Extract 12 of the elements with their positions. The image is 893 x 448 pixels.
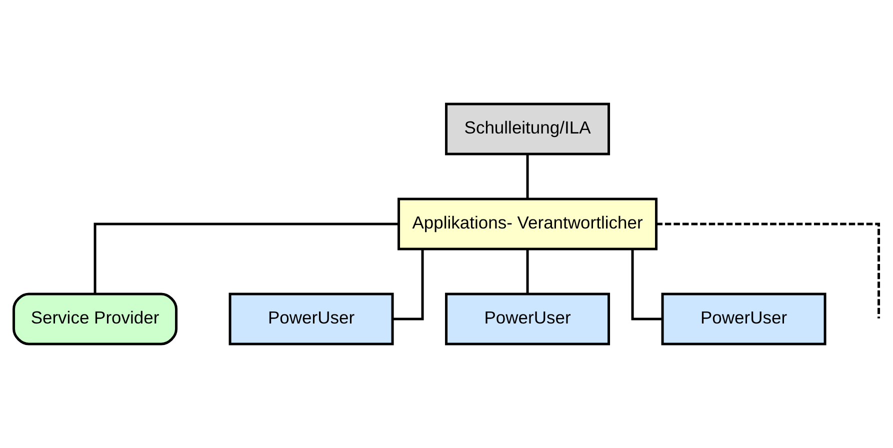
node-box: PowerUser xyxy=(661,292,826,346)
connector xyxy=(526,249,529,294)
node-box: Applikations- Verantwortlicher xyxy=(398,198,658,250)
connector xyxy=(631,249,662,320)
connector xyxy=(94,222,398,294)
connector xyxy=(656,222,880,318)
node-box: PowerUser xyxy=(228,292,394,346)
connector xyxy=(526,154,529,199)
node-box: PowerUser xyxy=(445,292,610,346)
connector xyxy=(392,249,424,320)
node-box: Schulleitung/ILA xyxy=(445,102,610,156)
node-box: Service Provider xyxy=(12,292,178,346)
